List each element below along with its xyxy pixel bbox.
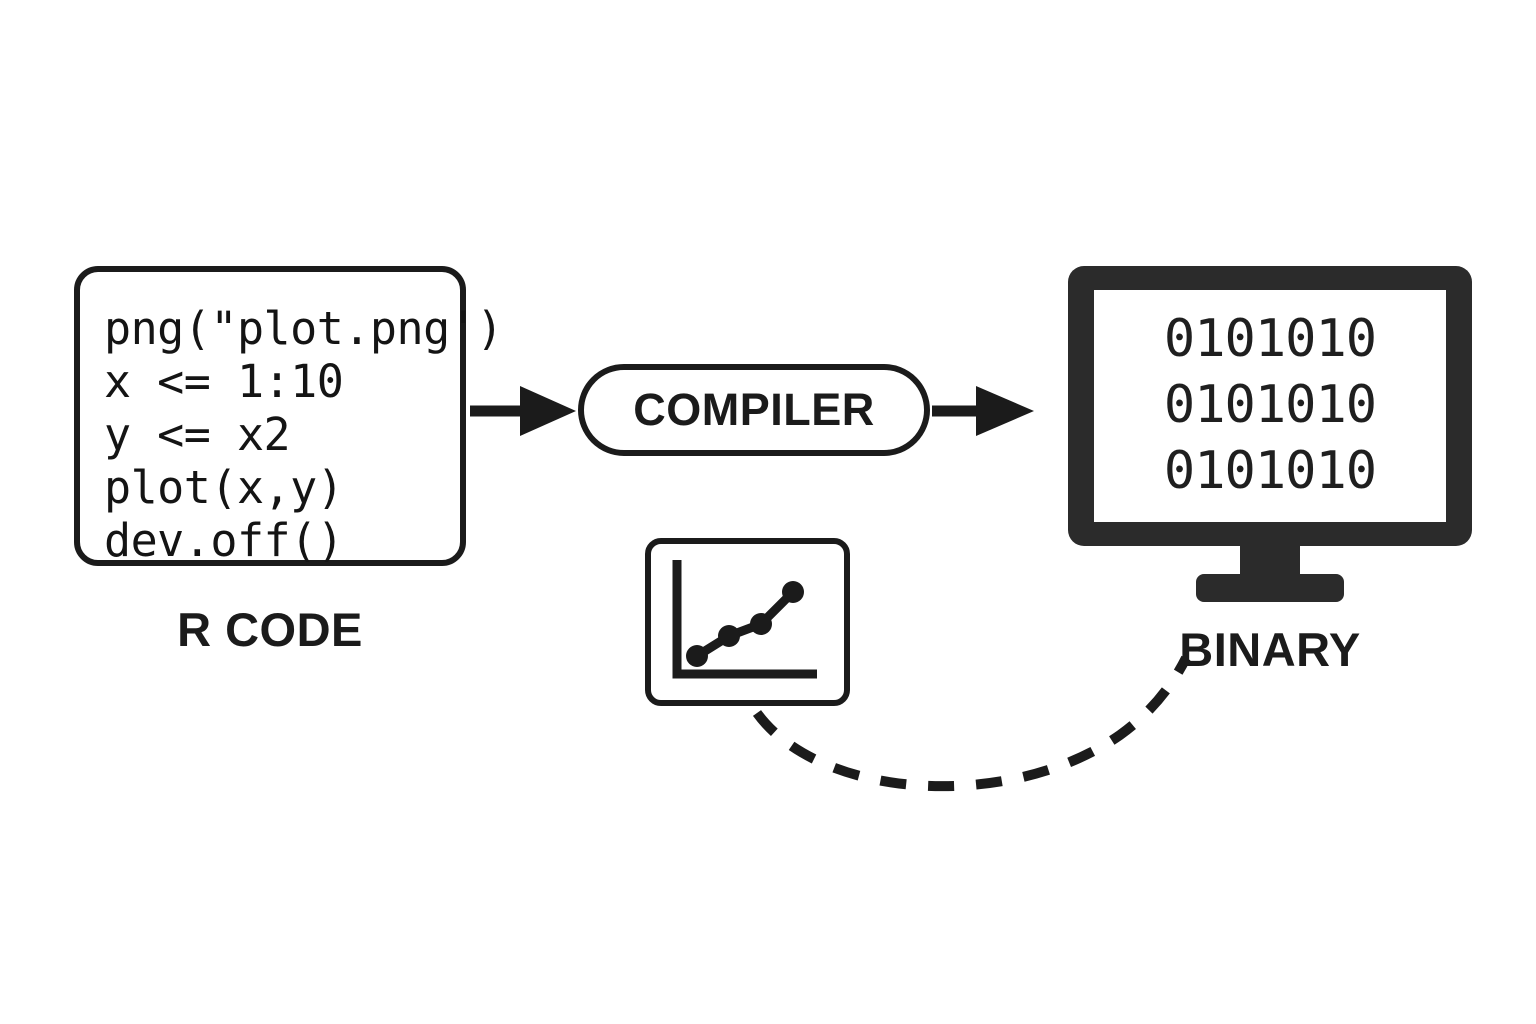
dashed-plot-to-binary-curve bbox=[752, 655, 1191, 792]
line-chart-icon bbox=[645, 538, 850, 706]
arrow-code-to-compiler bbox=[470, 386, 576, 436]
r-code-text: png("plot.png') x <= 1:10 y <= x2 plot(x… bbox=[104, 302, 503, 567]
monitor-graphic: 0101010 0101010 0101010 bbox=[1068, 266, 1472, 602]
r-code-box bbox=[74, 266, 466, 566]
r-code-label: R CODE bbox=[177, 603, 363, 656]
compiler-label: COMPILER bbox=[633, 384, 875, 435]
monitor-screen: 0101010 0101010 0101010 bbox=[1094, 290, 1446, 522]
binary-label: BINARY bbox=[1179, 623, 1361, 676]
monitor-stand-base bbox=[1196, 574, 1344, 602]
arrow-compiler-to-binary bbox=[932, 386, 1034, 436]
monitor-stand-neck bbox=[1240, 544, 1300, 578]
compiler-node: COMPILER bbox=[578, 364, 930, 456]
line-chart-icon-glyph bbox=[672, 560, 817, 679]
binary-digits-text: 0101010 0101010 0101010 bbox=[1163, 309, 1377, 501]
